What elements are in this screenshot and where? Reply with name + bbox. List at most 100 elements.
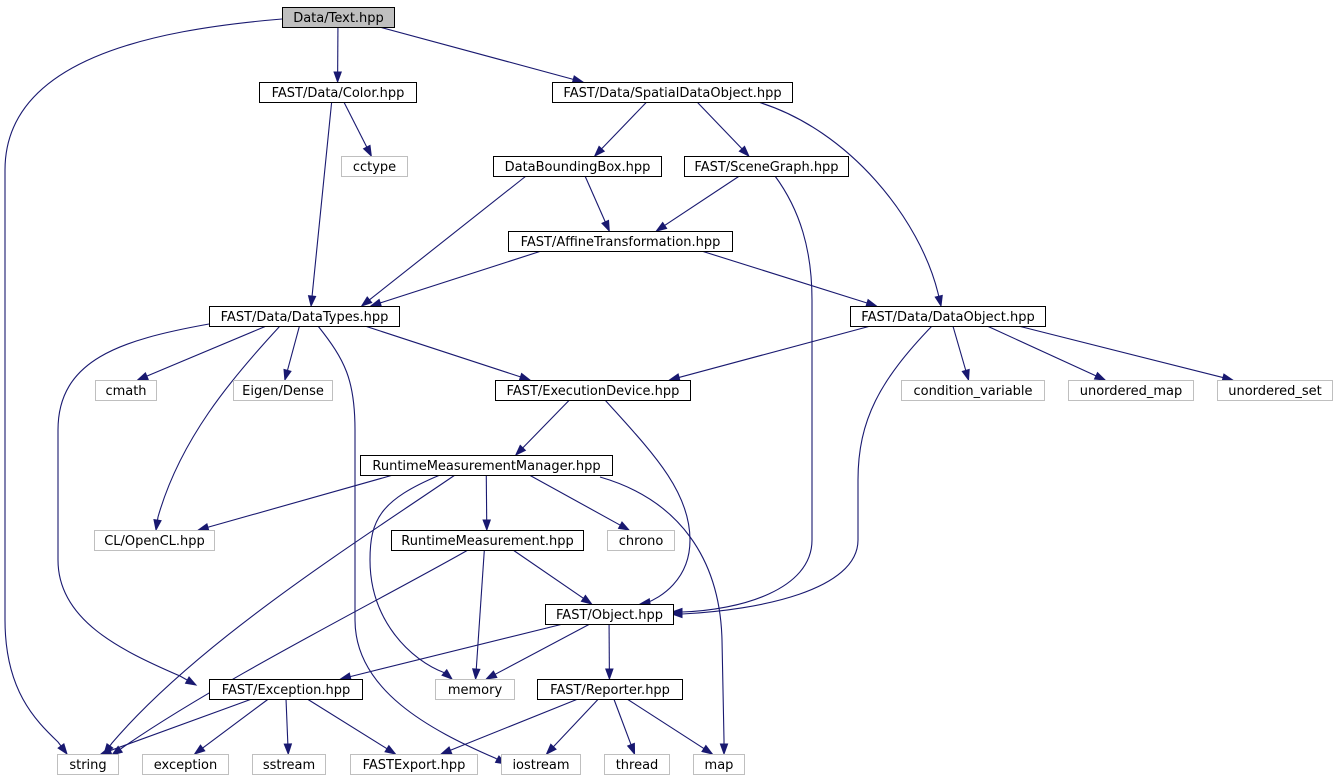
edge-dataobject_hpp-to-execdevice_hpp [667, 325, 871, 382]
node-box [537, 679, 683, 700]
node-label: chrono [619, 534, 664, 549]
edge-datatypes_hpp-to-eigen_dense [283, 325, 300, 382]
node-label: DataBoundingBox.hpp [505, 160, 651, 175]
node-box [1068, 380, 1194, 401]
node-label: FAST/Data/Color.hpp [272, 86, 405, 101]
node-label: FAST/Data/DataObject.hpp [861, 310, 1034, 325]
node-box [391, 530, 584, 551]
node-label: FAST/Exception.hpp [222, 683, 351, 698]
edge-object_hpp-to-memory [485, 623, 591, 680]
node-dataobject-hpp[interactable]: FAST/Data/DataObject.hpp [850, 306, 1046, 327]
edge-bbox_hpp-to-affine_hpp [584, 175, 610, 233]
node-map: map [693, 754, 745, 775]
node-box [360, 455, 613, 476]
node-unordered-map: unordered_map [1068, 380, 1194, 401]
edge-rtm_hpp-to-memory [472, 549, 485, 681]
node-label: unordered_map [1080, 384, 1183, 399]
node-label: RuntimeMeasurementManager.hpp [372, 459, 600, 474]
edge-rtmm_hpp-to-chrono [528, 474, 631, 531]
node-affine-hpp[interactable]: FAST/AffineTransformation.hpp [508, 231, 733, 252]
edge-spatial_hpp-to-bbox_hpp [593, 101, 648, 158]
node-exception-hpp[interactable]: FAST/Exception.hpp [209, 679, 363, 700]
node-box [493, 156, 662, 177]
edge-exception_hpp-to-sstream [283, 698, 293, 756]
node-label: map [705, 758, 734, 773]
edge-datatypes_hpp-to-opencl_hpp [153, 325, 281, 532]
node-object-hpp[interactable]: FAST/Object.hpp [545, 604, 674, 625]
edge-datatypes_hpp-to-execdevice_hpp [364, 325, 532, 381]
node-label: FASTExport.hpp [363, 758, 466, 773]
node-label: memory [448, 683, 503, 698]
node-box [95, 380, 157, 401]
node-box [209, 679, 363, 700]
node-box [142, 754, 229, 775]
node-box [252, 754, 326, 775]
node-label: Eigen/Dense [242, 384, 324, 399]
edge-text_hpp-to-color_hpp [333, 26, 342, 84]
edge-object_hpp-to-exception_hpp [339, 623, 564, 681]
node-label: FAST/ExecutionDevice.hpp [507, 384, 680, 399]
edge-rtm_hpp-to-string [110, 549, 469, 756]
edge-rtm_hpp-to-object_hpp [512, 549, 593, 605]
node-spatial-hpp[interactable]: FAST/Data/SpatialDataObject.hpp [552, 82, 793, 103]
node-label: FAST/Object.hpp [556, 608, 663, 623]
node-box [604, 754, 670, 775]
edge-reporter_hpp-to-iostream [545, 698, 599, 756]
edge-rtmm_hpp-to-opencl_hpp [196, 474, 394, 532]
edge-scenegraph_hpp-to-affine_hpp [655, 175, 740, 232]
node-label: FAST/AffineTransformation.hpp [521, 235, 721, 250]
edge-rtmm_hpp-to-map [599, 476, 729, 756]
node-rtmm-hpp[interactable]: RuntimeMeasurementManager.hpp [360, 455, 613, 476]
edge-exception_hpp-to-fastexport_hpp [306, 698, 397, 755]
edge-rtmm_hpp-to-string [103, 474, 456, 756]
edge-text_hpp-to-spatial_hpp [379, 26, 585, 84]
node-eigen-dense: Eigen/Dense [233, 380, 333, 401]
edge-exception_hpp-to-string [99, 698, 253, 755]
node-execdevice-hpp[interactable]: FAST/ExecutionDevice.hpp [495, 380, 691, 401]
node-rtm-hpp[interactable]: RuntimeMeasurement.hpp [391, 530, 584, 551]
node-cmath: cmath [95, 380, 157, 401]
node-box [495, 380, 691, 401]
node-memory: memory [435, 679, 515, 700]
edge-rtmm_hpp-to-memory [369, 474, 454, 680]
node-reporter-hpp[interactable]: FAST/Reporter.hpp [537, 679, 683, 700]
node-label: thread [616, 758, 659, 773]
edge-dataobject_hpp-to-condition_variable [952, 325, 970, 382]
node-label: iostream [512, 758, 569, 773]
node-box [901, 380, 1045, 401]
node-box [57, 754, 119, 775]
node-box [435, 679, 515, 700]
node-box [259, 82, 417, 103]
node-label: string [69, 758, 106, 773]
node-box [684, 156, 849, 177]
node-scenegraph-hpp[interactable]: FAST/SceneGraph.hpp [684, 156, 849, 177]
edge-execdevice_hpp-to-rtmm_hpp [514, 399, 570, 457]
edge-rtmm_hpp-to-rtm_hpp [482, 474, 492, 532]
edge-spatial_hpp-to-scenegraph_hpp [696, 101, 750, 158]
node-box [1217, 380, 1333, 401]
node-iostream: iostream [501, 754, 581, 775]
node-label: FAST/Reporter.hpp [550, 683, 670, 698]
edge-color_hpp-to-datatypes_hpp [307, 101, 333, 308]
edge-dataobject_hpp-to-object_hpp [670, 325, 933, 619]
node-box [693, 754, 745, 775]
node-box [341, 156, 408, 177]
node-datatypes-hpp[interactable]: FAST/Data/DataTypes.hpp [209, 306, 400, 327]
edge-datatypes_hpp-to-cmath [136, 325, 267, 381]
node-bbox-hpp[interactable]: DataBoundingBox.hpp [493, 156, 662, 177]
node-label: unordered_set [1228, 384, 1321, 399]
node-label: cmath [105, 384, 146, 399]
edge-reporter_hpp-to-thread [613, 698, 636, 756]
edge-text_hpp-to-string [4, 18, 283, 756]
edge-datatypes_hpp-to-exception_hpp [57, 323, 210, 686]
node-color-hpp[interactable]: FAST/Data/Color.hpp [259, 82, 417, 103]
node-label: sstream [263, 758, 315, 773]
edge-spatial_hpp-to-dataobject_hpp [757, 101, 943, 308]
node-box [607, 530, 675, 551]
edge-color_hpp-to-cctype [343, 101, 372, 158]
edge-execdevice_hpp-to-object_hpp [604, 399, 691, 607]
node-text-hpp[interactable]: Data/Text.hpp [282, 7, 395, 28]
node-box [350, 754, 478, 775]
